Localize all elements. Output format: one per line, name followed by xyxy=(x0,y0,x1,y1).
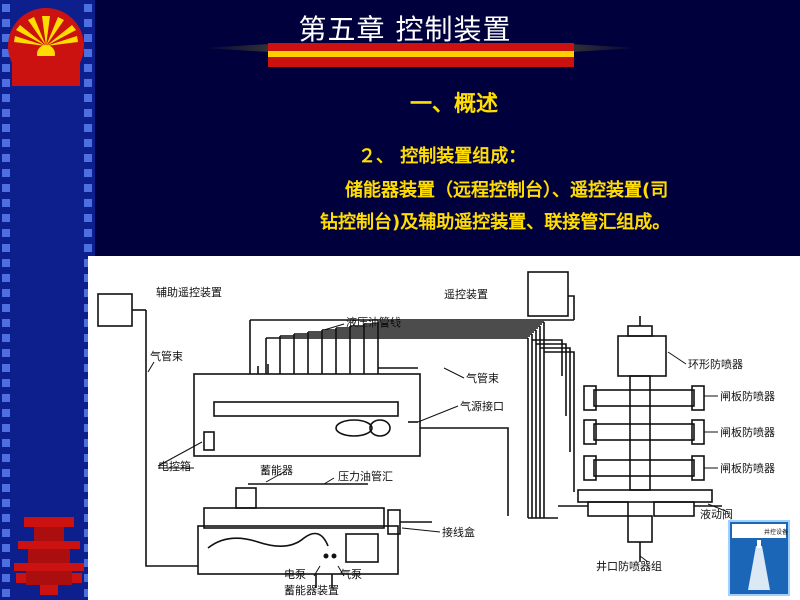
title-underline-bar xyxy=(200,43,640,67)
pattern-square xyxy=(2,229,10,237)
pattern-square xyxy=(2,469,10,477)
pattern-square xyxy=(2,94,10,102)
pattern-square xyxy=(2,124,10,132)
pattern-square xyxy=(2,274,10,282)
label-air-pump: 气泵 xyxy=(340,567,362,581)
book-label: 井控设备 xyxy=(764,528,788,536)
pattern-square xyxy=(2,64,10,72)
pattern-square xyxy=(84,199,92,207)
pattern-square xyxy=(84,214,92,222)
pattern-square xyxy=(2,79,10,87)
pattern-square xyxy=(84,139,92,147)
label-hydraulic-valve: 液动阀 xyxy=(700,507,733,521)
label-ram-bop-2: 闸板防喷器 xyxy=(720,425,775,439)
square-pattern-column xyxy=(2,0,12,600)
left-decorative-strip xyxy=(0,0,95,600)
pattern-square xyxy=(2,289,10,297)
pattern-square xyxy=(2,109,10,117)
book-thumbnail: 井控设备 xyxy=(728,520,790,596)
pattern-square xyxy=(2,454,10,462)
pattern-square xyxy=(84,94,92,102)
label-hydraulic-lines: 液压油管线 xyxy=(346,315,401,329)
label-remote: 遥控装置 xyxy=(444,287,488,301)
pattern-square xyxy=(2,304,10,312)
pattern-square xyxy=(2,544,10,552)
pattern-square xyxy=(2,199,10,207)
subheading: ２、 控制装置组成： xyxy=(358,146,527,167)
label-accumulator: 蓄能器 xyxy=(260,463,293,477)
petrochina-logo-icon xyxy=(8,8,84,86)
description-line-1: 储能器装置（远程控制台）、遥控装置(司 xyxy=(345,180,669,201)
pattern-square xyxy=(84,154,92,162)
label-air-bundle-left: 气管束 xyxy=(150,349,183,363)
pattern-square xyxy=(84,34,92,42)
pattern-square xyxy=(2,319,10,327)
pattern-square xyxy=(84,64,92,72)
label-ram-bop-3: 闸板防喷器 xyxy=(720,461,775,475)
label-air-inlet: 气源接口 xyxy=(460,399,504,413)
pattern-square xyxy=(84,4,92,12)
label-ram-bop-1: 闸板防喷器 xyxy=(720,389,775,403)
pattern-square xyxy=(2,334,10,342)
pattern-square xyxy=(2,184,10,192)
slide-title: 第五章 控制装置 xyxy=(298,13,512,46)
label-junction-box: 接线盒 xyxy=(442,525,475,539)
pattern-square xyxy=(2,394,10,402)
pattern-square xyxy=(2,514,10,522)
label-annular-bop: 环形防喷器 xyxy=(688,357,743,371)
pattern-square xyxy=(84,109,92,117)
pattern-square xyxy=(84,169,92,177)
pattern-square xyxy=(2,484,10,492)
pattern-square xyxy=(2,34,10,42)
pattern-square xyxy=(2,499,10,507)
book-cover-icon: 井控设备 xyxy=(732,524,788,590)
pattern-square xyxy=(2,409,10,417)
label-aux-remote: 辅助遥控装置 xyxy=(156,285,222,299)
pattern-square xyxy=(84,124,92,132)
pattern-square xyxy=(2,139,10,147)
pattern-square xyxy=(2,439,10,447)
pattern-square xyxy=(2,349,10,357)
pattern-square xyxy=(2,214,10,222)
wellhead-icon xyxy=(14,517,84,595)
label-pressure-manifold: 压力油管汇 xyxy=(338,469,393,483)
pattern-square xyxy=(2,364,10,372)
pattern-square xyxy=(2,589,10,597)
pattern-square xyxy=(2,4,10,12)
label-accumulator-unit: 蓄能器装置 xyxy=(284,583,339,597)
pattern-square xyxy=(2,559,10,567)
label-electric-pump: 电泵 xyxy=(284,568,306,581)
diagram-panel: 辅助遥控装置 遥控装置 液压油管线 气管束 气管束 气源接口 电控箱 蓄能器 压… xyxy=(88,256,800,600)
pattern-square xyxy=(84,184,92,192)
control-system-diagram: 辅助遥控装置 遥控装置 液压油管线 气管束 气管束 气源接口 电控箱 蓄能器 压… xyxy=(97,271,775,597)
pattern-square xyxy=(84,19,92,27)
label-electric-box: 电控箱 xyxy=(158,459,191,473)
pattern-square xyxy=(2,529,10,537)
pattern-square xyxy=(2,424,10,432)
pattern-square xyxy=(84,229,92,237)
pattern-square xyxy=(2,574,10,582)
pattern-square xyxy=(2,154,10,162)
pattern-square xyxy=(2,244,10,252)
description-line-2: 钻控制台)及辅助遥控装置、联接管汇组成。 xyxy=(320,212,671,233)
section-heading: 一、概述 xyxy=(410,92,499,117)
pattern-square xyxy=(2,169,10,177)
pattern-square xyxy=(2,259,10,267)
pattern-square xyxy=(2,19,10,27)
label-bop-stack: 井口防喷器组 xyxy=(596,559,662,573)
label-air-bundle-right: 气管束 xyxy=(466,371,499,385)
pattern-square xyxy=(84,49,92,57)
pattern-square xyxy=(2,379,10,387)
pattern-square xyxy=(84,79,92,87)
pattern-square xyxy=(2,49,10,57)
pattern-square xyxy=(84,244,92,252)
